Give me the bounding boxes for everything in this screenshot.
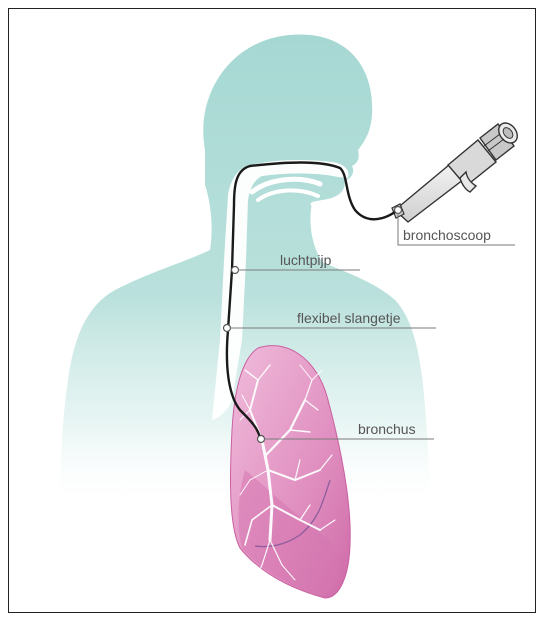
label-luchtpijp: luchtpijp (280, 252, 332, 268)
label-flexibel-slangetje: flexibel slangetje (297, 310, 401, 326)
label-bronchoscoop: bronchoscoop (403, 227, 491, 243)
bronchoscope-device (392, 119, 521, 222)
label-bronchus: bronchus (358, 421, 416, 437)
